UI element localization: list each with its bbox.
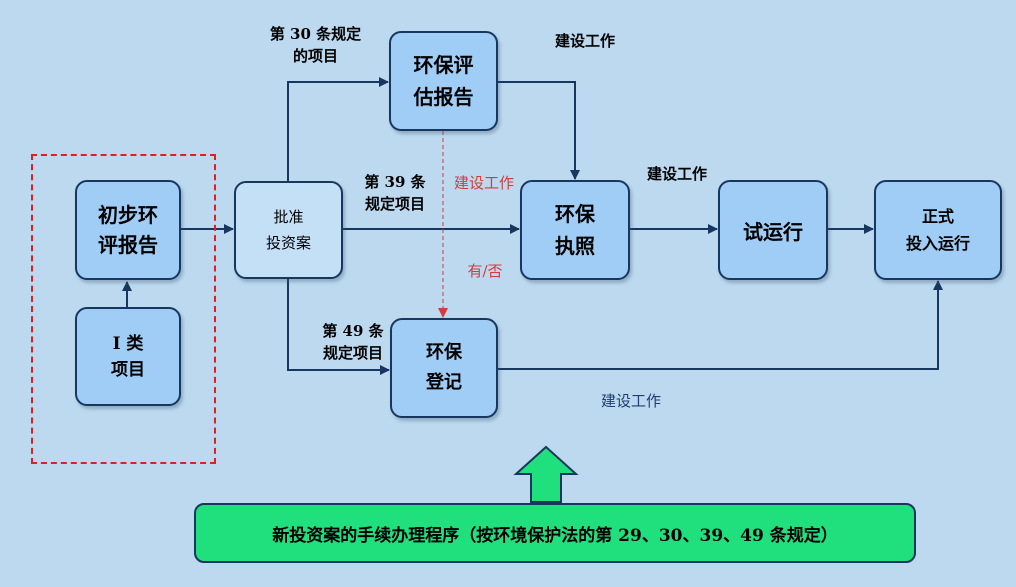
- class-one-group-frame: [31, 154, 216, 464]
- label-construction-bottom: 建设工作: [600, 392, 661, 410]
- label-article-39: 第 39 条 规定项目: [364, 173, 426, 213]
- arrow-approval-to-registration: [287, 279, 390, 375]
- node-trial-run: 试运行: [718, 180, 828, 280]
- label-construction-top: 建设工作: [554, 32, 615, 50]
- label-article-30: 第 30 条规定 的项目: [269, 25, 362, 65]
- label-construction-red: 建设工作: [453, 174, 514, 192]
- label-article-49: 第 49 条 规定项目: [322, 322, 384, 362]
- up-arrow-icon: [513, 445, 579, 503]
- node-formal-operation: 正式 投入运行: [874, 180, 1002, 280]
- label-yes-no: 有/否: [467, 262, 503, 280]
- node-class-one-project: I 类 项目: [75, 307, 181, 406]
- node-env-license: 环保 执照: [520, 180, 630, 280]
- node-approval: 批准 投资案: [234, 181, 343, 279]
- node-env-registration: 环保 登记: [390, 318, 498, 418]
- arrow-approval-to-assessment: [287, 77, 389, 181]
- label-construction-mid: 建设工作: [646, 165, 707, 183]
- node-preliminary-report: 初步环 评报告: [75, 180, 181, 280]
- node-env-assessment-report: 环保评 估报告: [389, 31, 498, 131]
- arrow-registration-to-formal: [498, 280, 943, 370]
- arrow-assessment-to-license: [498, 81, 580, 180]
- procedure-banner: 新投资案的手续办理程序（按环境保护法的第 29、30、39、49 条规定）: [194, 503, 916, 563]
